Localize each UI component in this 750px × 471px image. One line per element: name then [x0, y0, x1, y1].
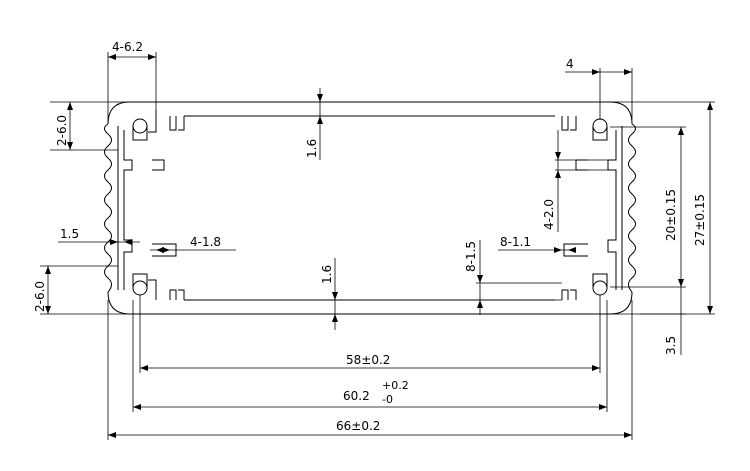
label-top-right-width: 4	[566, 57, 574, 71]
label-width-inner: 60.2	[343, 389, 370, 403]
label-top-hole: 4-6.2	[112, 40, 143, 54]
label-height-inner: 20±0.15	[664, 189, 678, 241]
label-bottom-offset: 3.5	[664, 336, 678, 355]
label-slot-width: 4-1.8	[190, 235, 221, 249]
label-width-slot: 58±0.2	[346, 353, 390, 367]
label-left-upper-rad: 2-6.0	[55, 115, 69, 146]
dimension-lines	[40, 52, 715, 440]
label-bottom-wall: 1.6	[320, 265, 334, 284]
label-top-wall: 1.6	[305, 139, 319, 158]
dimension-labels: 66±0.2 60.2 +0.2 -0 58±0.2 27±0.15 20±0.…	[33, 40, 707, 433]
label-right-rail: 8-1.5	[464, 241, 478, 272]
label-right-rail-width: 8-1.1	[500, 235, 531, 249]
label-width-inner-tol-plus: +0.2	[382, 379, 409, 392]
label-wall-left: 1.5	[60, 227, 79, 241]
label-left-lower-rad: 2-6.0	[33, 281, 47, 312]
label-right-slot: 4-2.0	[542, 199, 556, 230]
label-height-total: 27±0.15	[693, 194, 707, 246]
profile-outline	[104, 101, 636, 315]
label-width-total: 66±0.2	[336, 419, 380, 433]
label-width-inner-tol-minus: -0	[382, 393, 393, 406]
